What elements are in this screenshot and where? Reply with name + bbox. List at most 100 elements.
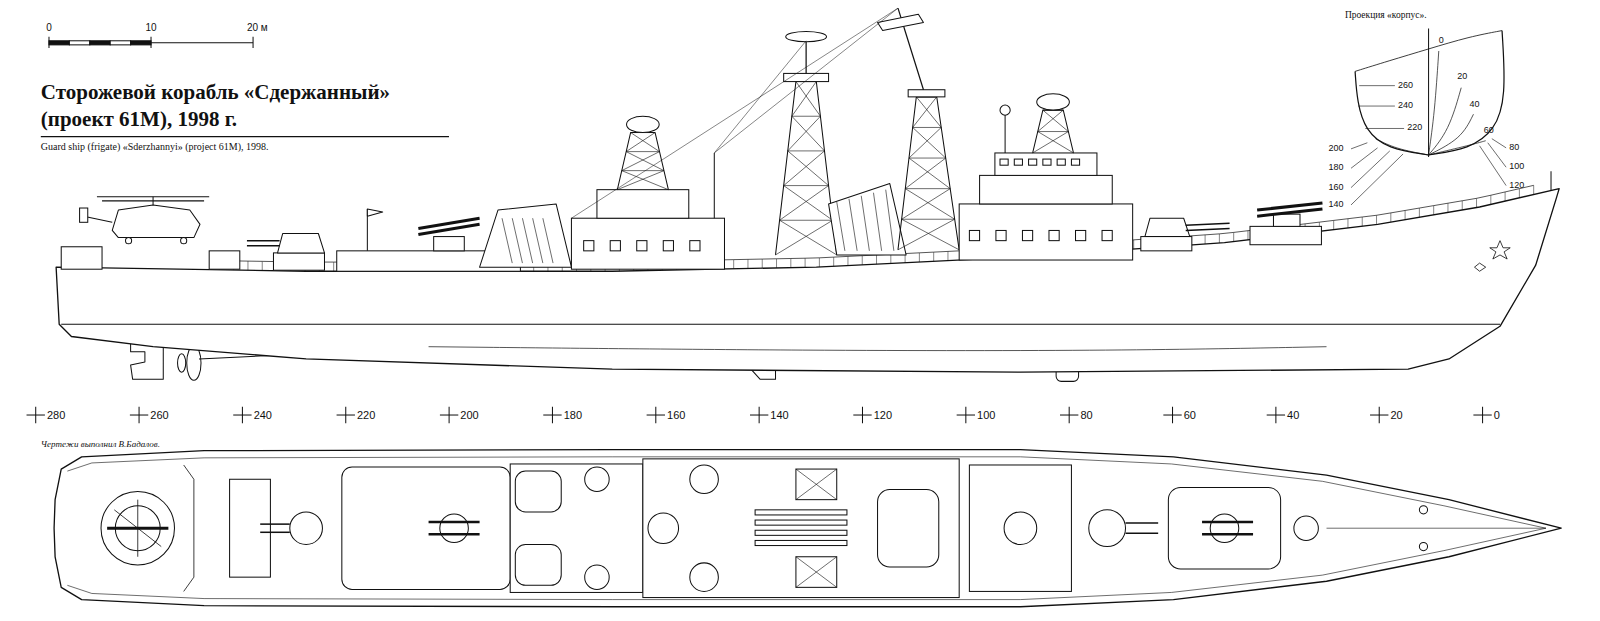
wheel	[181, 238, 187, 244]
number-label: 60	[1184, 409, 1196, 422]
mast-brace	[796, 82, 820, 117]
number-label: 200	[1329, 143, 1344, 153]
lattice-mast	[617, 133, 668, 190]
body-plan	[1351, 29, 1506, 205]
radar-dish	[1037, 94, 1070, 110]
number-label: 0	[46, 22, 52, 34]
gun-mount-plan	[690, 563, 719, 592]
gun-turret	[1145, 218, 1190, 236]
view-label: Проекция «корпус».	[1345, 10, 1427, 21]
leader-line	[1351, 151, 1390, 188]
stanchion	[333, 262, 334, 271]
masthead-light	[1000, 105, 1010, 115]
mast-rung	[909, 158, 946, 159]
superstructure-upper	[980, 175, 1113, 204]
torpedo-tube	[755, 510, 847, 515]
port-window	[1022, 230, 1032, 240]
number-label: 280	[47, 409, 65, 422]
mast-brace	[898, 219, 955, 250]
title-underline	[41, 136, 449, 137]
hull-plan	[54, 450, 1561, 607]
stanchion	[805, 258, 806, 267]
gun-barrel	[260, 532, 290, 534]
mast-rung	[626, 151, 659, 152]
mast-rung	[784, 185, 829, 186]
stanchion	[819, 258, 820, 267]
stanchion	[847, 256, 848, 265]
section-curve	[1429, 141, 1486, 155]
bridge-window	[1014, 159, 1022, 165]
torpedo-tube	[755, 540, 847, 545]
turret-base	[273, 253, 324, 270]
mast-rung	[1038, 131, 1069, 132]
scale-line	[151, 42, 253, 43]
port-window	[610, 241, 620, 251]
number-label: 120	[874, 409, 892, 422]
mast-rung	[905, 188, 950, 189]
rotor-blade	[102, 200, 204, 201]
lattice-mast	[898, 97, 959, 250]
mast-brace	[792, 116, 825, 151]
waterline	[61, 324, 1500, 325]
bridge-window	[1000, 159, 1008, 165]
section-curve	[1429, 51, 1439, 155]
flag	[367, 209, 382, 216]
mast-brace	[796, 557, 837, 588]
leader-line	[1359, 85, 1395, 86]
frame-cross	[759, 407, 760, 423]
number-label: 20 м	[247, 22, 268, 34]
stanchion	[1376, 215, 1377, 224]
launcher-plan	[440, 514, 469, 543]
number-label: 180	[564, 409, 582, 422]
frame-cross	[862, 407, 863, 423]
port-window	[690, 241, 700, 251]
stanchion	[1447, 203, 1448, 212]
mast-rung	[792, 116, 821, 117]
gun-mount-plan	[585, 467, 609, 491]
gun-barrel	[1186, 223, 1230, 225]
gun-barrel	[1186, 228, 1230, 230]
scale-segment	[90, 41, 110, 45]
frame-cross	[552, 407, 553, 423]
mast-brace	[788, 151, 829, 186]
stanchion	[262, 261, 263, 270]
scale-tick	[151, 37, 152, 48]
stanchion	[776, 259, 777, 268]
scale-segment	[131, 41, 151, 45]
caption: Guard ship (frigate) «Sderzhannyi» (proj…	[41, 141, 269, 153]
leader-line	[1365, 128, 1404, 129]
mast-brace	[784, 151, 825, 186]
stanchion	[733, 260, 734, 269]
number-label: 100	[1509, 161, 1524, 171]
mast-brace	[780, 220, 837, 255]
section-curve	[1429, 114, 1474, 155]
missile	[429, 533, 480, 536]
mast-brace	[902, 189, 951, 220]
mast-brace	[902, 219, 960, 250]
section-outline	[1355, 71, 1428, 155]
mast-brace	[913, 97, 937, 128]
frame-cross	[1172, 407, 1173, 423]
gun-barrel	[247, 240, 280, 242]
missile	[1257, 209, 1322, 216]
number-label: 160	[667, 409, 685, 422]
superstructure-plan	[643, 459, 959, 598]
deckhouse-plan	[1168, 487, 1280, 569]
mast-platform	[908, 90, 945, 97]
stanchion	[1505, 192, 1506, 201]
deckhouse	[1250, 226, 1321, 244]
gun-mount-plan	[1294, 516, 1318, 540]
radar-dish	[627, 116, 660, 132]
number-label: 80	[1509, 142, 1519, 152]
number-label: 100	[977, 409, 995, 422]
director-plan	[1004, 512, 1037, 545]
leader-line	[1351, 143, 1367, 149]
port-window	[584, 241, 594, 251]
port-window	[1076, 230, 1086, 240]
port-window	[1049, 230, 1059, 240]
stanchion	[947, 251, 948, 260]
frame-cross	[1069, 407, 1070, 423]
mast-brace	[796, 557, 837, 588]
exhaust-slat	[522, 218, 532, 263]
stern-house	[209, 251, 240, 269]
